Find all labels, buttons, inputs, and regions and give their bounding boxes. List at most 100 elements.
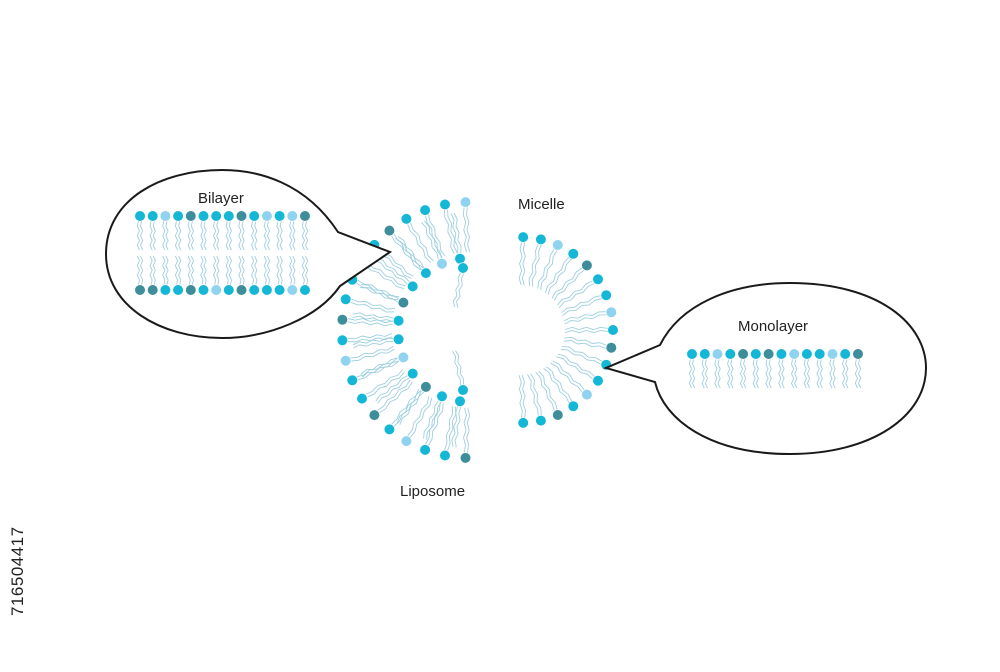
lipid-head	[420, 267, 432, 279]
lipid-tail	[276, 221, 280, 251]
lipid-tail	[216, 221, 220, 251]
lipid-tail	[361, 284, 400, 300]
lipid-head	[400, 435, 413, 447]
lipid-tail	[551, 267, 583, 299]
liposome-shape	[336, 196, 472, 464]
lipid-tail	[149, 221, 153, 251]
lipid-tail	[241, 255, 245, 285]
lipid-tail	[561, 345, 603, 362]
lipid-tail	[768, 359, 772, 389]
lipid-tail	[289, 221, 293, 251]
lipid-tail	[854, 359, 858, 389]
lipid-head	[454, 253, 466, 265]
lipid-tail	[228, 255, 232, 285]
micelle-shape	[517, 231, 619, 429]
lipid-tail	[136, 221, 140, 251]
lipid-head	[517, 417, 529, 429]
lipid-tail	[552, 360, 585, 391]
lipid-tail	[178, 255, 182, 285]
lipid-tail	[463, 407, 467, 453]
lipid-tail	[254, 221, 258, 251]
lipid-head	[336, 314, 349, 326]
lipid-head	[159, 210, 171, 222]
lipid-head	[147, 284, 159, 296]
lipid-tail	[816, 359, 820, 389]
lipid-tail	[829, 359, 833, 389]
lipid-head	[223, 284, 235, 296]
lipid-head	[724, 348, 736, 360]
lipid-head	[383, 225, 396, 237]
lipid-tail	[140, 255, 144, 285]
lipid-tail	[521, 242, 526, 286]
lipid-tail	[466, 207, 471, 253]
lipid-tail	[538, 370, 558, 410]
lipid-tail	[241, 221, 245, 251]
lipid-tail	[301, 221, 305, 251]
lipid-tail	[778, 359, 782, 389]
lipid-tail	[228, 221, 232, 251]
lipid-tail	[263, 221, 267, 251]
lipid-tail	[701, 359, 705, 389]
lipid-tail	[530, 373, 542, 416]
lipid-tail	[391, 235, 421, 271]
lipid-tail	[450, 213, 459, 254]
lipid-tail	[537, 248, 555, 289]
lipid-tail	[462, 207, 468, 253]
lipid-head	[274, 210, 286, 222]
lipid-head	[581, 259, 593, 272]
lipid-head	[368, 409, 381, 421]
lipid-head	[686, 348, 698, 360]
lipid-head	[788, 348, 800, 360]
lipid-tail	[557, 280, 593, 306]
lipid-head	[383, 423, 396, 436]
lipid-head	[407, 368, 419, 380]
lipid-tail	[305, 255, 309, 285]
lipid-tail	[518, 374, 523, 418]
lipid-tail	[399, 391, 425, 426]
lipid-tail	[367, 262, 406, 287]
lipid-tail	[535, 371, 555, 411]
lipid-tail	[162, 221, 166, 251]
lipid-head	[567, 400, 579, 412]
lipid-tail	[428, 403, 444, 446]
lipid-tail	[842, 359, 846, 389]
lipid-head	[459, 452, 472, 464]
lipid-head	[420, 381, 432, 393]
lipid-tail	[359, 287, 399, 303]
lipid-tail	[347, 318, 393, 324]
lipid-head	[826, 348, 839, 360]
lipid-head	[407, 280, 419, 293]
lipid-head	[197, 284, 210, 296]
lipid-head	[605, 342, 617, 354]
lipid-head	[134, 284, 146, 296]
lipid-head	[134, 210, 146, 222]
lipid-head	[397, 351, 410, 364]
lipid-tail	[279, 221, 283, 251]
lipid-tail	[361, 360, 400, 378]
lipid-tail	[730, 359, 734, 389]
lipid-tail	[276, 255, 280, 285]
lipid-tail	[200, 221, 204, 251]
lipid-tail	[727, 359, 731, 389]
lipid-tail	[791, 359, 795, 389]
lipid-tail	[452, 351, 461, 386]
lipid-head	[592, 273, 604, 285]
lipid-head	[535, 233, 547, 245]
lipid-head	[261, 284, 273, 296]
lipid-tail	[356, 282, 399, 301]
lipid-tail	[190, 221, 194, 251]
lipid-tail	[563, 311, 606, 322]
lipid-head	[457, 262, 469, 274]
lipid-head	[419, 204, 431, 216]
lipid-tail	[755, 359, 759, 389]
lipid-head	[517, 231, 529, 243]
lipid-tail	[688, 359, 692, 389]
lipid-tail	[187, 221, 191, 251]
lipid-head	[436, 390, 448, 402]
lipid-tail	[692, 359, 696, 389]
lipid-tail	[553, 269, 585, 301]
lipid-tail	[564, 330, 608, 334]
lipid-tail	[550, 362, 583, 393]
lipid-tail	[444, 209, 455, 254]
lipid-tail	[518, 242, 523, 286]
